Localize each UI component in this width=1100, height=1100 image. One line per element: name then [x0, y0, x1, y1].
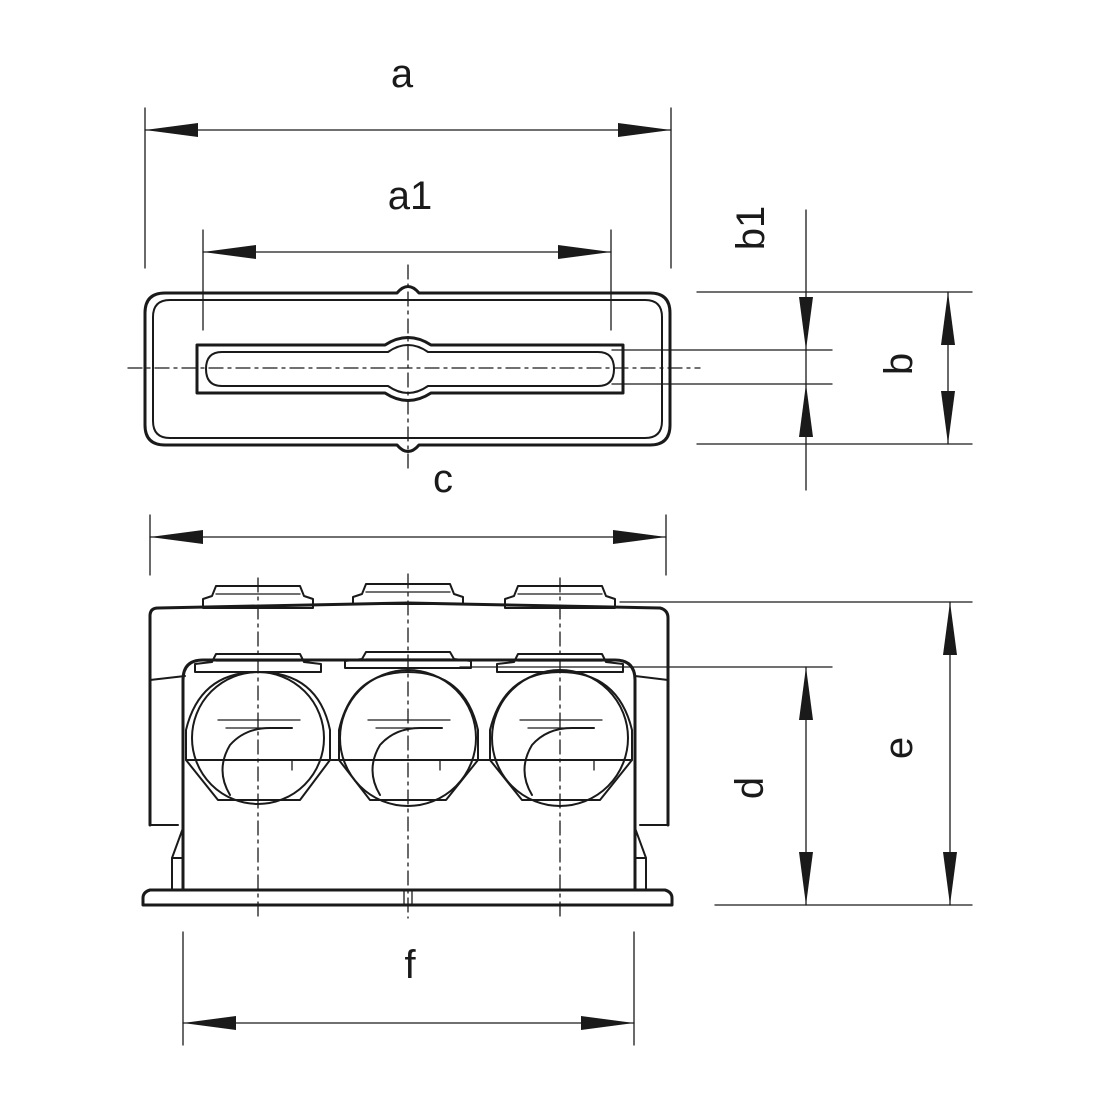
top-view-outer-outline: [143, 285, 672, 453]
lower-nut-left: [194, 653, 322, 673]
top-nut-center: [352, 583, 464, 605]
base-plate: [141, 888, 674, 907]
label-a: a: [391, 52, 414, 96]
dimensions: [144, 107, 973, 1046]
upper-body-edge-right: [634, 675, 669, 681]
upper-body-edge-left: [149, 675, 186, 681]
side-view: [141, 573, 674, 919]
label-b: b: [877, 353, 921, 375]
top-view-slot: [205, 344, 615, 394]
dimension-e: [619, 601, 973, 906]
top-view-recess: [195, 336, 625, 402]
label-c: c: [433, 457, 453, 501]
dimension-a: [144, 107, 672, 269]
dimension-labels: a a1 c f b b1 e d: [388, 52, 921, 987]
label-f: f: [404, 943, 416, 987]
cable-center: [339, 669, 477, 807]
dimension-b: [696, 291, 973, 445]
dimension-a1: [202, 229, 612, 331]
inner-cavity: [181, 658, 637, 892]
dimension-c: [149, 514, 667, 576]
top-view-inner-outline: [152, 299, 663, 439]
label-e: e: [877, 737, 921, 759]
lower-nut-right: [496, 653, 624, 673]
label-d: d: [728, 777, 772, 799]
dimension-b1: [611, 209, 833, 491]
top-nut-right: [504, 585, 616, 609]
dimension-f: [182, 931, 635, 1046]
dimension-d: [459, 666, 833, 906]
side-tooth-right: [634, 827, 647, 859]
lower-nut-center: [344, 651, 472, 669]
top-view: [127, 264, 701, 469]
label-a1: a1: [388, 174, 433, 218]
side-tooth-left: [171, 827, 184, 859]
label-b1: b1: [729, 206, 773, 251]
